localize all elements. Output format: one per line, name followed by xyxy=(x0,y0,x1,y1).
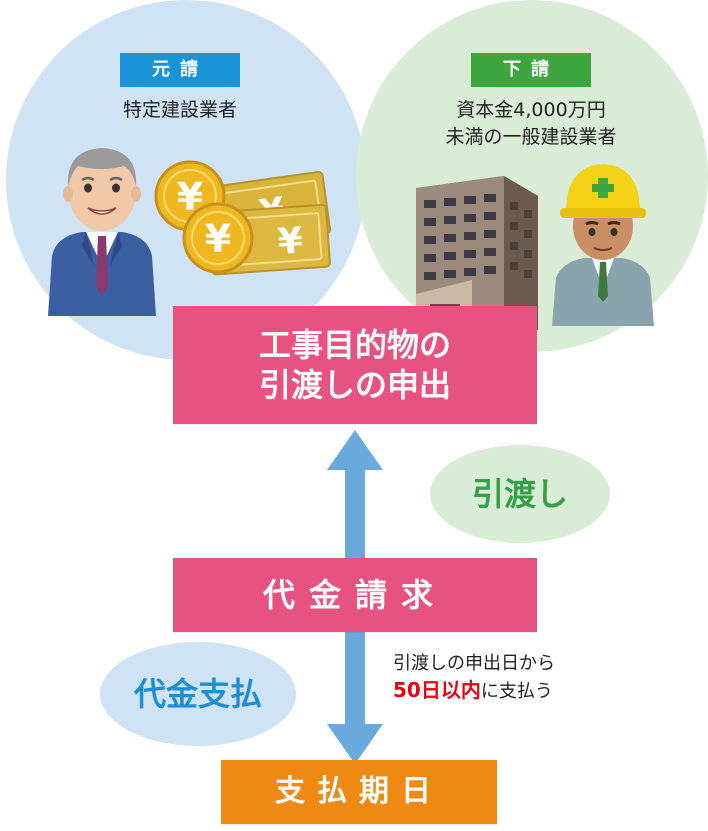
payment-label: 代金支払 xyxy=(100,642,296,746)
delivery-request-box: 工事目的物の 引渡しの申出 xyxy=(173,306,537,424)
svg-text:¥: ¥ xyxy=(276,220,304,263)
payment-label-text: 代金支払 xyxy=(133,675,262,713)
construction-worker-icon xyxy=(552,164,654,326)
note-highlight: 50日以内 xyxy=(393,678,481,702)
delivery-request-line2: 引渡しの申出 xyxy=(258,366,451,404)
note-line1: 引渡しの申出日から xyxy=(393,653,555,674)
yen-coins-bills-icon: ¥ ¥ ¥ ¥ xyxy=(154,160,332,276)
svg-text:¥: ¥ xyxy=(205,217,231,261)
right-description-line2: 未満の一般建設業者 xyxy=(445,126,617,148)
payment-request-box: 代金請求 xyxy=(173,558,537,632)
businessman-icon xyxy=(48,148,156,316)
delivery-label: 引渡し xyxy=(430,445,610,543)
payment-request-text: 代金請求 xyxy=(262,576,447,614)
right-tag: 下請 xyxy=(471,53,591,87)
right-description-line1: 資本金4,000万円 xyxy=(456,99,606,121)
payment-deadline-note: 引渡しの申出日から 50日以内に支払う xyxy=(393,650,623,705)
left-tag-label: 元請 xyxy=(152,59,208,80)
payment-due-date-text: 支払期日 xyxy=(275,774,443,809)
left-description: 特定建設業者 xyxy=(122,99,237,121)
payment-due-date-box: 支払期日 xyxy=(221,760,497,824)
note-rest: に支払う xyxy=(480,681,553,702)
delivery-label-text: 引渡し xyxy=(471,475,568,513)
right-tag-label: 下請 xyxy=(503,59,559,80)
note-line2: 50日以内に支払う xyxy=(393,677,623,705)
delivery-request-line1: 工事目的物の xyxy=(258,326,451,364)
left-tag: 元請 xyxy=(120,53,240,87)
